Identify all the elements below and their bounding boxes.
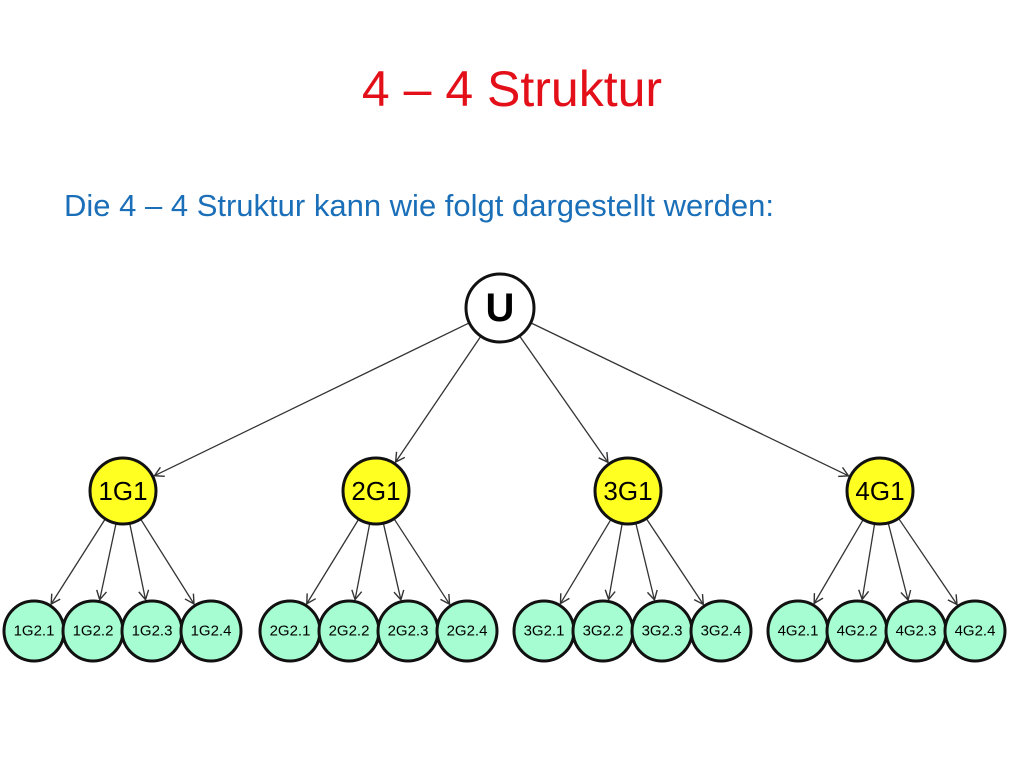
edge-root-to-group-4	[530, 322, 850, 478]
group-node-2: 2G1	[341, 456, 411, 526]
edge-group-1-to-leaf-4	[140, 518, 195, 606]
group-node-3-circle	[593, 456, 663, 526]
edge-group-3-to-leaf-2	[604, 523, 623, 601]
edge-root-to-group-2	[394, 335, 482, 464]
edge-group-3-to-leaf-4	[645, 518, 705, 606]
leaf-node-1-4-label: 1G2.4	[191, 623, 232, 640]
leaf-node-2-1-label: 2G2.1	[270, 623, 311, 640]
group-node-4-circle	[845, 456, 915, 526]
leaf-node-1-1: 1G2.1	[2, 599, 66, 663]
leaf-node-4-4-label: 4G2.4	[955, 623, 996, 640]
leaf-node-2-4-circle	[435, 599, 499, 663]
leaf-node-2-3-label: 2G2.3	[388, 623, 429, 640]
edge-group-2-to-leaf-1	[305, 518, 360, 605]
leaf-node-4-3: 4G2.3	[884, 599, 948, 663]
group-node-1-label: 1G1	[98, 476, 147, 506]
edge-group-2-to-leaf-3	[382, 523, 405, 602]
edge-group-4-to-leaf-2	[858, 523, 876, 601]
leaf-node-2-2-label: 2G2.2	[329, 623, 370, 640]
leaf-node-1-1-label: 1G2.1	[14, 623, 55, 640]
edge-group-4-to-leaf-3	[887, 522, 912, 602]
leaf-node-4-1: 4G2.1	[766, 599, 830, 663]
slide-title: 4 – 4 Struktur	[361, 61, 663, 117]
leaf-node-4-1-label: 4G2.1	[778, 623, 819, 640]
leaf-node-2-4-label: 2G2.4	[447, 623, 488, 640]
edge-group-3-to-leaf-3	[635, 522, 658, 602]
leaf-node-1-2: 1G2.2	[61, 599, 125, 663]
leaf-node-1-4-circle	[179, 599, 243, 663]
leaf-node-3-2-label: 3G2.2	[583, 623, 624, 640]
leaf-node-4-4-circle	[943, 599, 1007, 663]
leaf-node-4-4: 4G2.4	[943, 599, 1007, 663]
leaf-node-2-2: 2G2.2	[317, 599, 381, 663]
edge-group-4-to-leaf-1	[813, 519, 864, 605]
leaf-node-3-3: 3G2.3	[630, 599, 694, 663]
leaf-node-1-2-label: 1G2.2	[73, 623, 114, 640]
edges-layer	[50, 322, 958, 606]
edge-group-1-to-leaf-3	[129, 523, 150, 602]
group-node-2-label: 2G1	[351, 476, 400, 506]
group-node-2-circle	[341, 456, 411, 526]
edge-group-1-to-leaf-2	[96, 523, 117, 602]
leaf-node-2-1: 2G2.1	[258, 599, 322, 663]
edge-root-to-group-3	[518, 335, 609, 464]
leaf-node-3-1: 3G2.1	[512, 599, 576, 663]
leaf-node-1-4: 1G2.4	[179, 599, 243, 663]
leaf-node-3-4-label: 3G2.4	[701, 623, 742, 640]
group-node-3-label: 3G1	[603, 476, 652, 506]
slide-subtitle: Die 4 – 4 Struktur kann wie folgt darges…	[64, 188, 774, 223]
group-node-4: 4G1	[845, 456, 915, 526]
leaf-node-3-4-circle	[689, 599, 753, 663]
leaf-node-1-3: 1G2.3	[120, 599, 184, 663]
edge-group-2-to-leaf-2	[351, 523, 371, 601]
leaf-node-3-4: 3G2.4	[689, 599, 753, 663]
leaf-node-4-2: 4G2.2	[825, 599, 889, 663]
leaf-node-3-1-label: 3G2.1	[524, 623, 565, 640]
group-node-1: 1G1	[88, 456, 158, 526]
leaf-node-1-3-label: 1G2.3	[132, 623, 173, 640]
leaf-node-3-3-label: 3G2.3	[642, 623, 683, 640]
root-node-u-label: U	[486, 286, 515, 330]
root-node-u-circle	[464, 272, 536, 344]
leaf-node-4-3-label: 4G2.3	[896, 623, 937, 640]
leaf-node-2-4: 2G2.4	[435, 599, 499, 663]
nodes-layer: U 1G1 1G2.1 1G2.2 1G2.3 1G2.4 2G1 2G2.1 2G2.2 2G2…	[2, 272, 1007, 663]
leaf-node-3-2: 3G2.2	[571, 599, 635, 663]
edge-root-to-group-1	[153, 322, 470, 477]
leaf-node-2-3: 2G2.3	[376, 599, 440, 663]
edge-group-4-to-leaf-4	[897, 517, 958, 606]
edge-group-1-to-leaf-1	[50, 518, 106, 606]
edge-group-2-to-leaf-4	[393, 518, 451, 606]
group-node-3: 3G1	[593, 456, 663, 526]
root-node-u: U	[464, 272, 536, 344]
group-node-4-label: 4G1	[855, 476, 904, 506]
group-node-1-circle	[88, 456, 158, 526]
edge-group-3-to-leaf-1	[559, 518, 612, 605]
leaf-node-4-2-label: 4G2.2	[837, 623, 878, 640]
